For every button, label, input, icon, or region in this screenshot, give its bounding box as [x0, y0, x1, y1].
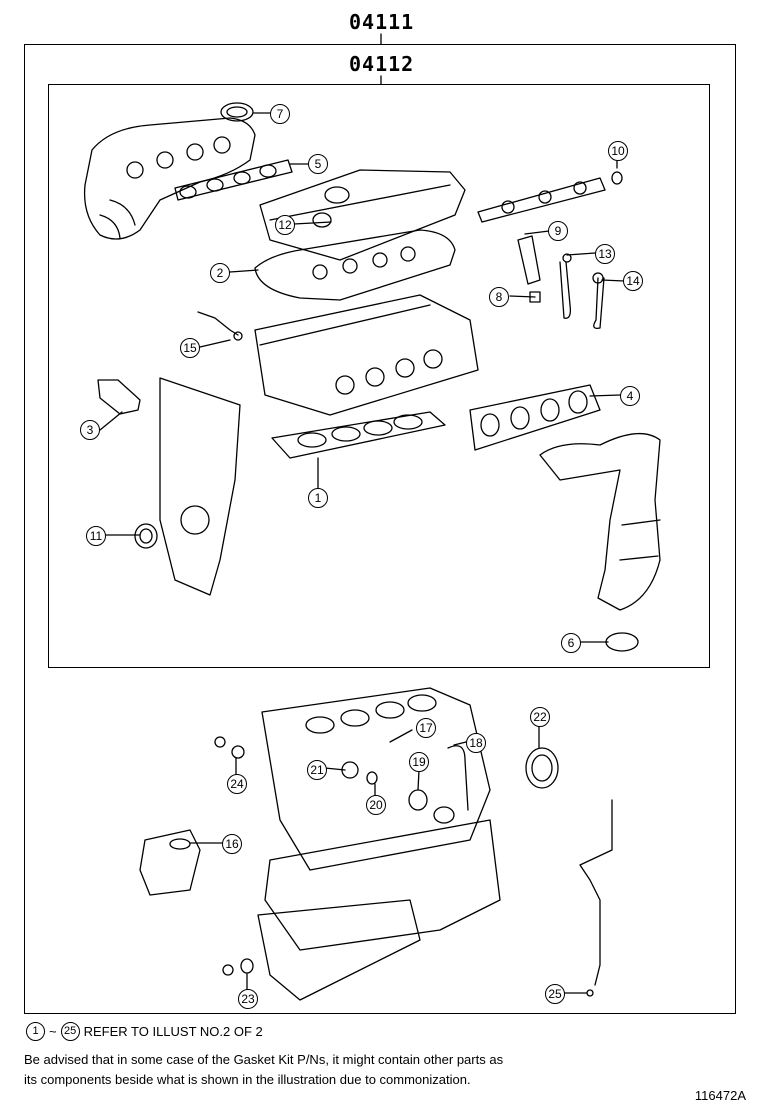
- callout-8[interactable]: 8: [489, 287, 509, 307]
- refer-tilde: ~: [49, 1024, 57, 1039]
- callout-19[interactable]: 19: [409, 752, 429, 772]
- callout-2[interactable]: 2: [210, 263, 230, 283]
- intake-manifold-drawing: [83, 117, 256, 240]
- callout-24[interactable]: 24: [227, 774, 247, 794]
- timing-cover-drawing: [159, 377, 241, 596]
- advisory-note-line-2: its components beside what is shown in t…: [24, 1072, 471, 1087]
- callout-4[interactable]: 4: [620, 386, 640, 406]
- refer-text: REFER TO ILLUST NO.2 OF 2: [83, 1024, 263, 1039]
- head-gasket-drawing: [271, 411, 446, 459]
- intake-gasket-drawing: [174, 159, 293, 201]
- engine-block-drawing: [257, 687, 501, 1001]
- callout-25[interactable]: 25: [545, 984, 565, 1004]
- figure-id: 116472A: [694, 1088, 746, 1103]
- callout-9[interactable]: 9: [548, 221, 568, 241]
- callout-3[interactable]: 3: [80, 420, 100, 440]
- head-cover-gasket-drawing: [254, 229, 456, 301]
- outer-kit-part-number: 04111: [349, 10, 415, 34]
- callout-17[interactable]: 17: [416, 718, 436, 738]
- cylinder-head-cover-drawing: [259, 169, 466, 261]
- exhaust-gasket-drawing: [469, 384, 601, 451]
- callout-15[interactable]: 15: [180, 338, 200, 358]
- refer-end-circle: 25: [60, 1022, 80, 1041]
- callout-11[interactable]: 11: [86, 526, 106, 546]
- refer-note: 1 ~ 25 REFER TO ILLUST NO.2 OF 2: [26, 1022, 263, 1041]
- refer-start-circle: 1: [26, 1022, 45, 1041]
- callout-1[interactable]: 1: [308, 488, 328, 508]
- callout-14[interactable]: 14: [623, 271, 643, 291]
- advisory-note-line-1: Be advised that in some case of the Gask…: [24, 1052, 504, 1067]
- callout-18[interactable]: 18: [466, 733, 486, 753]
- callout-12[interactable]: 12: [275, 215, 295, 235]
- callout-5[interactable]: 5: [308, 154, 328, 174]
- inner-kit-part-number: 04112: [349, 52, 415, 76]
- camshaft-drawing: [477, 171, 623, 223]
- callout-20[interactable]: 20: [366, 795, 386, 815]
- callout-22[interactable]: 22: [530, 707, 550, 727]
- callout-7[interactable]: 7: [270, 104, 290, 124]
- callout-21[interactable]: 21: [307, 760, 327, 780]
- callout-13[interactable]: 13: [595, 244, 615, 264]
- callout-10[interactable]: 10: [608, 141, 628, 161]
- callout-16[interactable]: 16: [222, 834, 242, 854]
- callout-23[interactable]: 23: [238, 989, 258, 1009]
- inner-kit-frame: [48, 84, 710, 668]
- cylinder-head-drawing: [254, 294, 479, 416]
- exhaust-manifold-drawing: [539, 432, 661, 611]
- callout-6[interactable]: 6: [561, 633, 581, 653]
- outer-kit-frame: [24, 44, 736, 1014]
